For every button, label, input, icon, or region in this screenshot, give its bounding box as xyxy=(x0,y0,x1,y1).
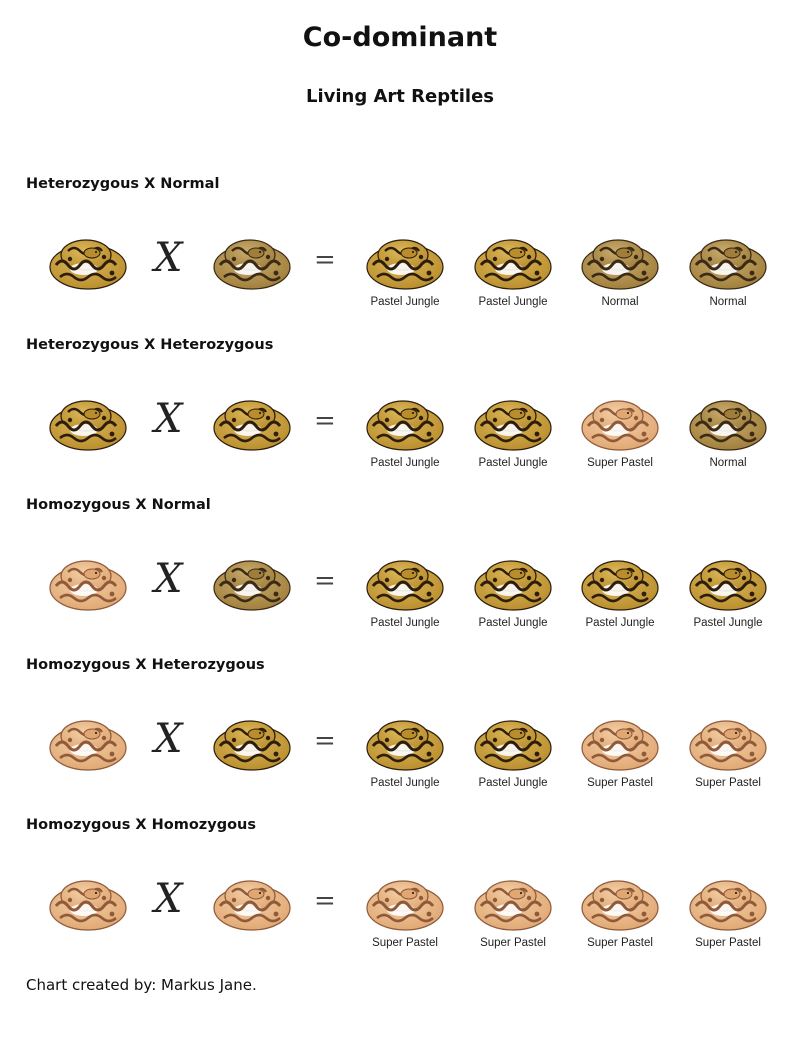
parent-snake-2 xyxy=(212,552,292,614)
section-heading: Homozygous X Heterozygous xyxy=(26,657,265,673)
offspring-label: Pastel Jungle xyxy=(370,296,440,308)
equals-symbol: = xyxy=(314,245,336,275)
offspring-snake-1 xyxy=(365,392,445,454)
offspring-label: Super Pastel xyxy=(695,937,761,949)
offspring-snake-4 xyxy=(688,872,768,934)
equals-symbol: = xyxy=(314,566,336,596)
offspring-label: Pastel Jungle xyxy=(478,296,548,308)
offspring-label: Pastel Jungle xyxy=(585,617,655,629)
offspring-snake-2 xyxy=(473,231,553,293)
offspring-snake-2 xyxy=(473,392,553,454)
offspring-snake-2 xyxy=(473,552,553,614)
offspring-label: Pastel Jungle xyxy=(478,617,548,629)
offspring-label: Normal xyxy=(709,457,747,469)
parent-snake-2 xyxy=(212,872,292,934)
cross-symbol: X xyxy=(154,876,183,922)
section-heading: Heterozygous X Heterozygous xyxy=(26,337,274,353)
offspring-snake-1 xyxy=(365,712,445,774)
parent-snake-1 xyxy=(48,712,128,774)
offspring-snake-1 xyxy=(365,552,445,614)
page-title: Co-dominant xyxy=(302,22,498,53)
offspring-label: Pastel Jungle xyxy=(370,777,440,789)
parent-snake-1 xyxy=(48,392,128,454)
offspring-label: Pastel Jungle xyxy=(693,617,763,629)
section-4: Homozygous X Heterozygous xyxy=(0,657,800,807)
offspring-label: Super Pastel xyxy=(695,777,761,789)
offspring-snake-3 xyxy=(580,392,660,454)
offspring-label: Super Pastel xyxy=(480,937,546,949)
section-1: Heterozygous X Normal xyxy=(0,176,800,326)
section-3: Homozygous X Normal xyxy=(0,497,800,647)
offspring-label: Super Pastel xyxy=(587,457,653,469)
cross-symbol: X xyxy=(154,556,183,602)
offspring-label: Normal xyxy=(709,296,747,308)
equals-symbol: = xyxy=(314,726,336,756)
cross-symbol: X xyxy=(154,235,183,281)
offspring-snake-3 xyxy=(580,231,660,293)
equals-symbol: = xyxy=(314,886,336,916)
offspring-label: Super Pastel xyxy=(587,777,653,789)
chart-credit: Chart created by: Markus Jane. xyxy=(26,976,257,994)
parent-snake-1 xyxy=(48,552,128,614)
offspring-label: Super Pastel xyxy=(372,937,438,949)
parent-snake-2 xyxy=(212,231,292,293)
section-2: Heterozygous X Heterozygous xyxy=(0,337,800,487)
offspring-label: Pastel Jungle xyxy=(370,617,440,629)
offspring-label: Pastel Jungle xyxy=(370,457,440,469)
offspring-label: Pastel Jungle xyxy=(478,777,548,789)
cross-symbol: X xyxy=(154,396,183,442)
offspring-snake-2 xyxy=(473,872,553,934)
offspring-snake-4 xyxy=(688,552,768,614)
offspring-snake-1 xyxy=(365,872,445,934)
offspring-snake-1 xyxy=(365,231,445,293)
offspring-snake-3 xyxy=(580,552,660,614)
section-heading: Homozygous X Normal xyxy=(26,497,211,513)
offspring-label: Pastel Jungle xyxy=(478,457,548,469)
offspring-snake-2 xyxy=(473,712,553,774)
offspring-snake-3 xyxy=(580,872,660,934)
page-subtitle: Living Art Reptiles xyxy=(305,86,494,107)
offspring-snake-4 xyxy=(688,712,768,774)
offspring-snake-4 xyxy=(688,231,768,293)
offspring-snake-4 xyxy=(688,392,768,454)
cross-symbol: X xyxy=(154,716,183,762)
parent-snake-1 xyxy=(48,872,128,934)
section-5: Homozygous X Homozygous xyxy=(0,817,800,967)
section-heading: Homozygous X Homozygous xyxy=(26,817,256,833)
equals-symbol: = xyxy=(314,406,336,436)
parent-snake-2 xyxy=(212,712,292,774)
offspring-label: Super Pastel xyxy=(587,937,653,949)
offspring-snake-3 xyxy=(580,712,660,774)
parent-snake-1 xyxy=(48,231,128,293)
parent-snake-2 xyxy=(212,392,292,454)
section-heading: Heterozygous X Normal xyxy=(26,176,220,192)
offspring-label: Normal xyxy=(601,296,639,308)
